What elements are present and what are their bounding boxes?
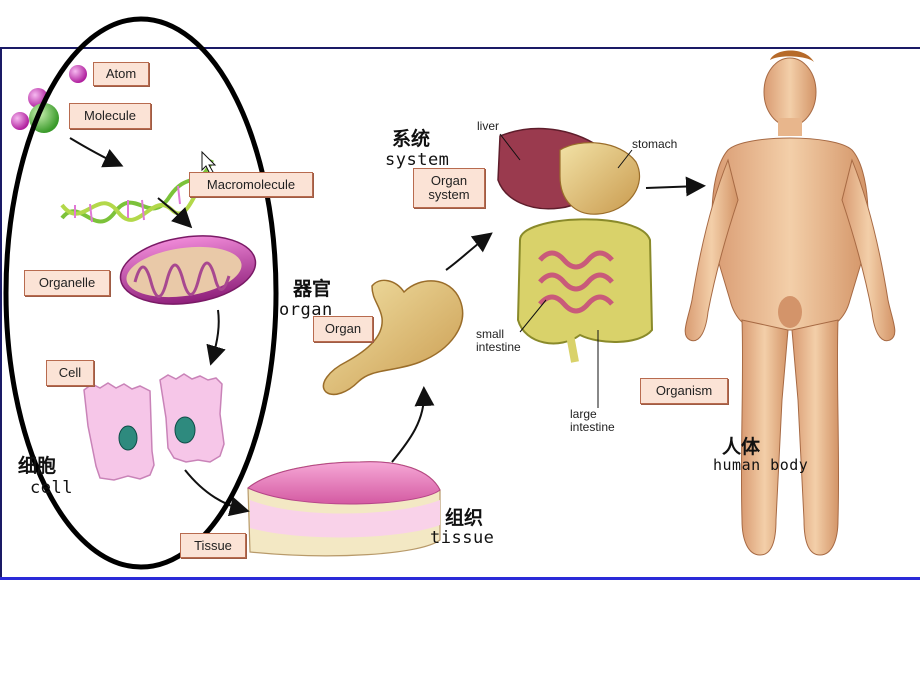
- cell-label: Cell: [46, 360, 94, 386]
- human-cn-annotation: 人体: [722, 436, 761, 458]
- cell-level-oval: [3, 16, 279, 570]
- organism-label: Organism: [640, 378, 728, 404]
- cell-en-annotation: cell: [30, 478, 73, 498]
- organ-en-annotation: organ: [279, 300, 333, 320]
- system-cn-annotation: 系统: [392, 128, 431, 150]
- human-en-annotation: human body: [713, 456, 809, 474]
- small-intestine-note: small intestine: [476, 327, 521, 355]
- organ-label: Organ: [313, 316, 373, 342]
- atom-label: Atom: [93, 62, 149, 86]
- mitochondrion-illustration: [119, 235, 257, 305]
- tissue-illustration: [247, 461, 441, 557]
- flow-arrows: [69, 137, 706, 517]
- liver-note: liver: [477, 119, 500, 133]
- macromolecule-label: Macromolecule: [189, 172, 313, 197]
- cell-cn-annotation: 细胞: [18, 455, 57, 477]
- frame-top-border: [0, 47, 920, 49]
- large-intestine-note: large intestine: [570, 407, 615, 435]
- stomach-note: stomach: [632, 137, 678, 151]
- tissue-label: Tissue: [180, 533, 246, 558]
- human-body-illustration: [684, 50, 896, 556]
- tissue-cn-annotation: 组织: [445, 507, 484, 529]
- atom-illustration: [69, 65, 87, 83]
- organ-system-label: Organ system: [413, 168, 485, 208]
- digestive-system-illustration: [497, 127, 654, 363]
- frame-left-border: [0, 47, 2, 580]
- cell-illustration: [83, 373, 225, 481]
- stomach-organ-illustration: [322, 279, 464, 396]
- tissue-en-annotation: tissue: [430, 528, 495, 548]
- organelle-label: Organelle: [24, 270, 110, 296]
- frame-bottom-border: [0, 577, 920, 580]
- molecule-label: Molecule: [69, 103, 151, 129]
- system-en-annotation: system: [385, 150, 450, 170]
- organ-cn-annotation: 器官: [293, 278, 332, 300]
- organ-pointer-lines: [499, 133, 633, 408]
